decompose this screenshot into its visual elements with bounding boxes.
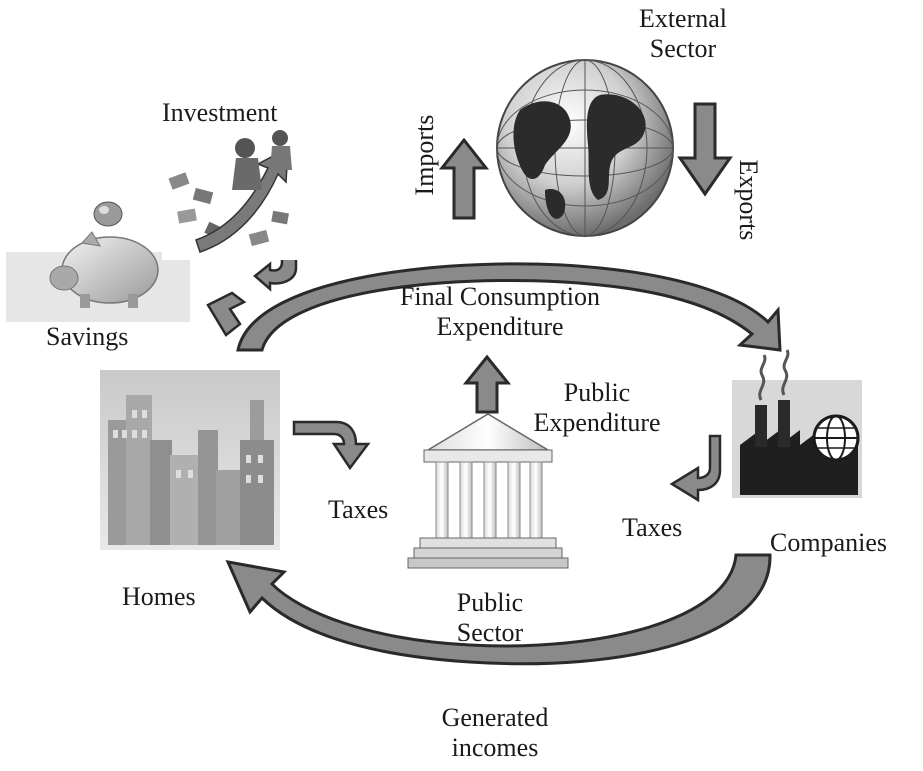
public-expenditure-line-1: Public [563,378,631,407]
generated-incomes-line-2: incomes [451,733,539,762]
public-expenditure-arrow [462,354,512,414]
globe-icon [496,59,674,237]
exports-label: Exports [734,159,763,241]
piggy-bank-icon [6,201,190,322]
public-sector-line-2: Sector [456,618,524,647]
companies-label: Companies [770,528,887,557]
external-sector-label: External Sector [618,4,748,64]
public-sector-line-1: Public [456,588,524,617]
final-consumption-line-2: Expenditure [436,312,564,341]
external-sector-line-1: External [638,4,728,33]
companies-taxes-label: Taxes [622,513,683,542]
imports-label: Imports [410,114,439,196]
investment-label: Investment [162,98,278,127]
exports-arrow [677,102,733,197]
homes-taxes-label: Taxes [328,495,389,524]
public-expenditure-label: Public Expenditure [522,378,672,438]
public-building-icon [407,413,569,569]
final-consumption-line-1: Final Consumption [399,282,601,311]
final-consumption-label: Final Consumption Expenditure [360,282,640,342]
generated-incomes-label: Generated incomes [420,703,570,763]
companies-taxes-arrow [669,434,722,503]
savings-arrow [206,291,247,337]
city-buildings-icon [100,370,280,550]
homes-taxes-arrow [292,420,371,471]
investment-chart-icon [162,130,302,260]
savings-label: Savings [46,322,129,351]
public-sector-label: Public Sector [430,588,550,648]
public-expenditure-line-2: Expenditure [533,408,661,437]
consumption-flow-arrow [236,262,782,352]
imports-arrow [438,137,490,220]
generated-incomes-line-1: Generated [441,703,549,732]
factory-icon [732,349,862,498]
income-flow-arrow [225,553,772,666]
external-sector-line-2: Sector [649,34,717,63]
homes-label: Homes [122,582,196,611]
